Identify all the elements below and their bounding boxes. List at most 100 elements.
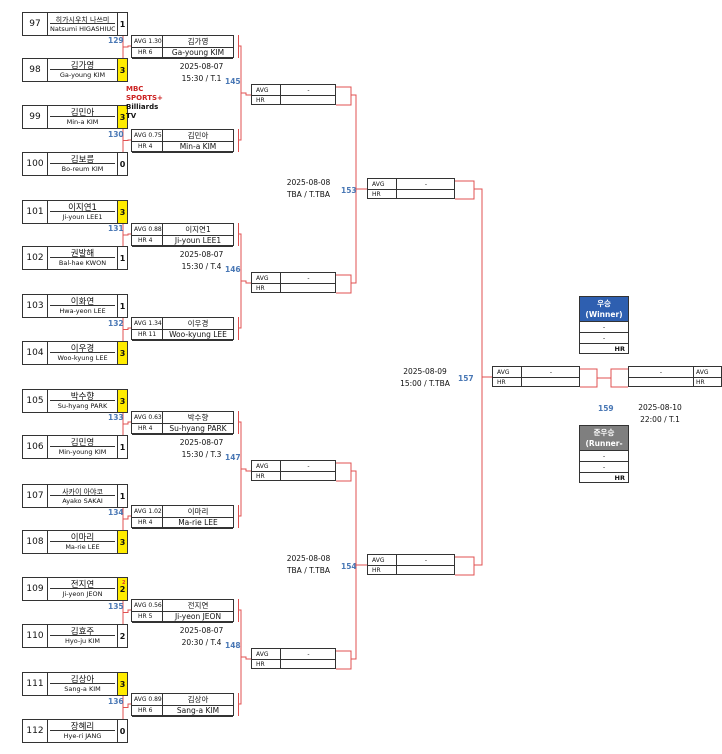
match-time: 15:30 / T.4 xyxy=(181,262,222,271)
r2-top-row: AVG 1.027이마리 xyxy=(132,506,233,518)
divider xyxy=(280,649,281,668)
seed-number: 99 xyxy=(22,105,48,129)
r2-name-korean: 이우경 xyxy=(187,319,209,328)
seed-number: 110 xyxy=(22,624,48,648)
r2-result-card[interactable]: AVG 0.886이지연1HR 4Ji-youn LEE1 xyxy=(131,223,234,247)
hr-label: HR xyxy=(256,473,265,480)
r2-to-qf-line xyxy=(241,92,251,96)
hr-label: HR xyxy=(256,285,265,292)
player-name-korean: 박수향 xyxy=(70,392,95,402)
hr-label: HR xyxy=(497,379,506,386)
hr-label: HR xyxy=(696,379,705,386)
final-left-card[interactable]: AVG-HR xyxy=(492,366,580,387)
player-name-english: Hwa-yeon LEE xyxy=(50,305,115,316)
seed-number: 101 xyxy=(22,200,48,224)
r2-result-card[interactable]: AVG 1.027이마리HR 4Ma-rie LEE xyxy=(131,505,234,529)
player-name-korean: 김민영 xyxy=(70,438,95,448)
runnerup-name-korean: - xyxy=(580,450,628,462)
runnerup-title-english: (Runner-up) xyxy=(585,439,623,459)
qf-match-card[interactable]: AVG-HR xyxy=(251,272,336,293)
match-number: 148 xyxy=(225,641,241,650)
r2-result-card[interactable]: AVG 0.563전지연HR 5Ji-yeon JEON xyxy=(131,599,234,623)
divider xyxy=(280,85,281,104)
player-name-english: Bo-reum KIM xyxy=(50,163,115,174)
match-number: 134 xyxy=(108,508,124,517)
r2-name-korean: 이지연1 xyxy=(185,225,211,234)
r2-score-slot xyxy=(233,599,239,622)
match-time: 15:30 / T.3 xyxy=(181,450,222,459)
r2-score-slot xyxy=(233,317,239,340)
r2-score-slot xyxy=(233,411,239,434)
avg-row: AVG- xyxy=(252,273,335,284)
runnerup-header: 준우승(Runner-up) xyxy=(580,426,628,459)
sf-result-slot xyxy=(455,556,475,576)
match-number: 129 xyxy=(108,36,124,45)
score-box: 3 xyxy=(117,530,128,554)
logo-line1: MBC SPORTS+ xyxy=(126,85,163,102)
r2-hr: HR 4 xyxy=(138,425,153,432)
hr-row: HR xyxy=(629,377,721,387)
divider xyxy=(162,318,163,339)
r1-to-r2-line xyxy=(123,233,131,236)
qf-match-card[interactable]: AVG-HR xyxy=(251,460,336,481)
avg-value: - xyxy=(307,87,310,94)
match-number: 157 xyxy=(458,374,474,383)
score-note: 2 xyxy=(122,580,126,586)
r1-to-r2-line xyxy=(123,609,131,613)
match-number: 153 xyxy=(341,186,357,195)
sf-match-card[interactable]: AVG-HR xyxy=(367,178,455,199)
broadcaster-logo: MBC SPORTS+Billiards TV xyxy=(126,85,166,121)
r1-to-r2-line xyxy=(123,139,131,141)
divider xyxy=(396,179,397,198)
winner-name-korean: - xyxy=(580,321,628,333)
divider xyxy=(521,367,522,386)
r2-hr: HR 6 xyxy=(138,49,153,56)
player-name-english: Ji-yeon JEON xyxy=(50,588,115,599)
avg-label: AVG xyxy=(256,463,269,470)
match-number: 133 xyxy=(108,413,124,422)
r2-avg: AVG 0.563 xyxy=(134,602,162,609)
player-name-korean: 사카이 아야코 xyxy=(62,488,103,496)
sf-match-card[interactable]: AVG-HR xyxy=(367,554,455,575)
score-box: 2 xyxy=(117,577,128,601)
r2-top-row: AVG 0.892김상아 xyxy=(132,694,233,706)
r2-result-card[interactable]: AVG 0.631박수향HR 4Su-hyang PARK xyxy=(131,411,234,435)
r2-name-english: Ga-young KIM xyxy=(171,48,225,57)
divider xyxy=(693,367,694,386)
seed-number: 104 xyxy=(22,341,48,365)
r2-name-english: Ji-yeon JEON xyxy=(174,612,222,621)
match-time: TBA / T.TBA xyxy=(286,566,331,575)
divider xyxy=(162,600,163,621)
qf-match-card[interactable]: AVG-HR xyxy=(251,648,336,669)
r2-result-card[interactable]: AVG 1.300김가영HR 6Ga-young KIM xyxy=(131,35,234,59)
logo-line2: Billiards TV xyxy=(126,103,159,120)
seed-number: 106 xyxy=(22,435,48,459)
player-name-english: Ga-young KIM xyxy=(50,69,115,80)
qf-match-card[interactable]: AVG-HR xyxy=(251,84,336,105)
